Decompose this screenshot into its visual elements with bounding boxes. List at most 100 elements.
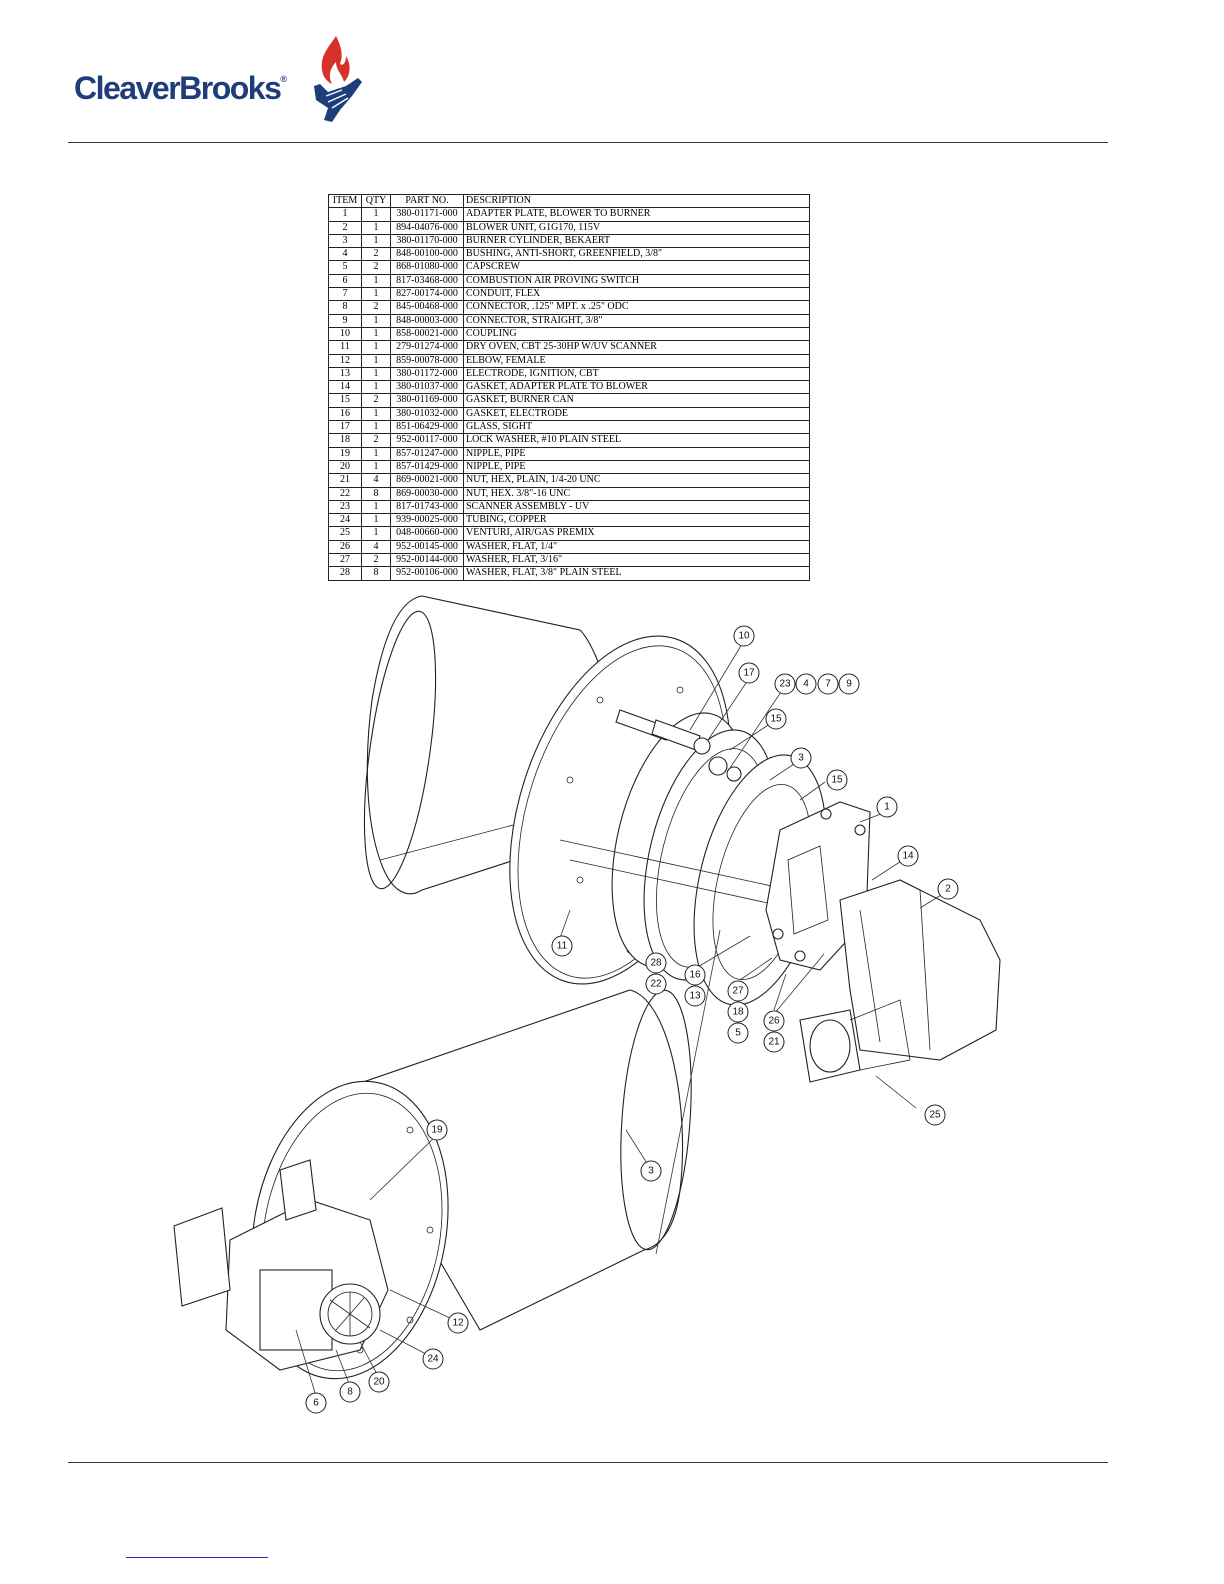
callout-9: 9 xyxy=(838,673,860,695)
sight-glass-and-scanner-fittings xyxy=(615,709,742,782)
part-number-cell: 894-04076-000 xyxy=(390,220,464,235)
qty-cell: 1 xyxy=(361,406,391,422)
qty-cell: 1 xyxy=(361,340,391,355)
part-number-cell: 858-00021-000 xyxy=(390,326,464,342)
item-cell: 23 xyxy=(328,499,362,515)
item-cell: 18 xyxy=(328,433,362,448)
part-number-cell: 952-00144-000 xyxy=(390,553,464,568)
part-number-cell: 817-01743-000 xyxy=(390,499,464,515)
svg-text:20: 20 xyxy=(373,1377,385,1388)
description-cell: ELBOW, FEMALE xyxy=(463,353,810,368)
part-number-cell: 952-00145-000 xyxy=(390,539,464,555)
svg-text:17: 17 xyxy=(743,668,755,679)
qty-cell: 1 xyxy=(361,446,391,461)
description-cell: BUSHING, ANTI-SHORT, GREENFIELD, 3/8" xyxy=(463,247,810,262)
item-cell: 1 xyxy=(328,207,362,222)
qty-cell: 1 xyxy=(361,526,391,541)
qty-cell: 1 xyxy=(361,326,391,342)
item-cell: 26 xyxy=(328,539,362,555)
description-cell: ADAPTER PLATE, BLOWER TO BURNER xyxy=(463,207,810,222)
part-number-cell: 048-00660-000 xyxy=(390,526,464,541)
burner-cylinder-lower xyxy=(339,989,692,1331)
qty-cell: 1 xyxy=(361,353,391,368)
description-cell: GLASS, SIGHT xyxy=(463,420,810,435)
svg-text:14: 14 xyxy=(902,851,914,862)
item-cell: 3 xyxy=(328,233,362,249)
callout-25: 25 xyxy=(924,1104,946,1126)
header-qty: QTY xyxy=(361,193,391,209)
header-rule xyxy=(68,142,1108,143)
blower-unit-lower xyxy=(173,1159,389,1371)
svg-text:25: 25 xyxy=(929,1110,941,1121)
brand-name: CleaverBrooks® xyxy=(74,70,288,106)
description-cell: GASKET, ADAPTER PLATE TO BLOWER xyxy=(463,380,810,395)
callout-10: 10 xyxy=(733,625,755,647)
item-cell: 25 xyxy=(328,526,362,541)
description-cell: SCANNER ASSEMBLY - UV xyxy=(463,499,810,515)
qty-cell: 2 xyxy=(361,300,391,315)
part-number-cell: 848-00003-000 xyxy=(390,313,464,328)
item-cell: 28 xyxy=(328,566,362,581)
item-cell: 19 xyxy=(328,446,362,461)
qty-cell: 1 xyxy=(361,459,391,475)
footer-rule xyxy=(68,1462,1108,1463)
item-cell: 5 xyxy=(328,260,362,275)
callout-5: 5 xyxy=(727,1022,749,1044)
qty-cell: 1 xyxy=(361,220,391,235)
blower-unit-upper xyxy=(799,879,1001,1083)
qty-cell: 1 xyxy=(361,287,391,302)
callout-13: 13 xyxy=(684,985,706,1007)
description-cell: CAPSCREW xyxy=(463,260,810,275)
svg-text:2: 2 xyxy=(945,884,951,895)
part-number-cell: 869-00030-000 xyxy=(390,486,464,501)
qty-cell: 2 xyxy=(361,433,391,448)
callout-17: 17 xyxy=(738,662,760,684)
svg-text:15: 15 xyxy=(831,775,843,786)
callout-11: 11 xyxy=(551,935,573,957)
item-cell: 10 xyxy=(328,326,362,342)
description-cell: GASKET, BURNER CAN xyxy=(463,393,810,408)
callout-6: 6 xyxy=(305,1392,327,1414)
part-number-cell: 952-00106-000 xyxy=(390,566,464,581)
part-number-cell: 869-00021-000 xyxy=(390,473,464,488)
description-cell: WASHER, FLAT, 3/16" xyxy=(463,553,810,568)
callout-23: 23 xyxy=(774,673,796,695)
description-cell: NIPPLE, PIPE xyxy=(463,459,810,475)
item-cell: 20 xyxy=(328,459,362,475)
callout-3-upper: 3 xyxy=(790,747,812,769)
svg-text:5: 5 xyxy=(735,1028,741,1039)
description-cell: NIPPLE, PIPE xyxy=(463,446,810,461)
part-number-cell: 380-01037-000 xyxy=(390,380,464,395)
description-cell: COUPLING xyxy=(463,326,810,342)
svg-text:7: 7 xyxy=(825,679,831,690)
description-cell: CONNECTOR, STRAIGHT, 3/8" xyxy=(463,313,810,328)
qty-cell: 1 xyxy=(361,513,391,528)
svg-text:13: 13 xyxy=(689,991,701,1002)
qty-cell: 1 xyxy=(361,420,391,435)
svg-text:23: 23 xyxy=(779,679,791,690)
svg-text:18: 18 xyxy=(732,1007,744,1018)
qty-cell: 2 xyxy=(361,553,391,568)
part-number-cell: 939-00025-000 xyxy=(390,513,464,528)
svg-text:19: 19 xyxy=(431,1125,443,1136)
svg-text:28: 28 xyxy=(650,958,662,969)
part-number-cell: 857-01429-000 xyxy=(390,459,464,475)
callout-1: 1 xyxy=(876,796,898,818)
